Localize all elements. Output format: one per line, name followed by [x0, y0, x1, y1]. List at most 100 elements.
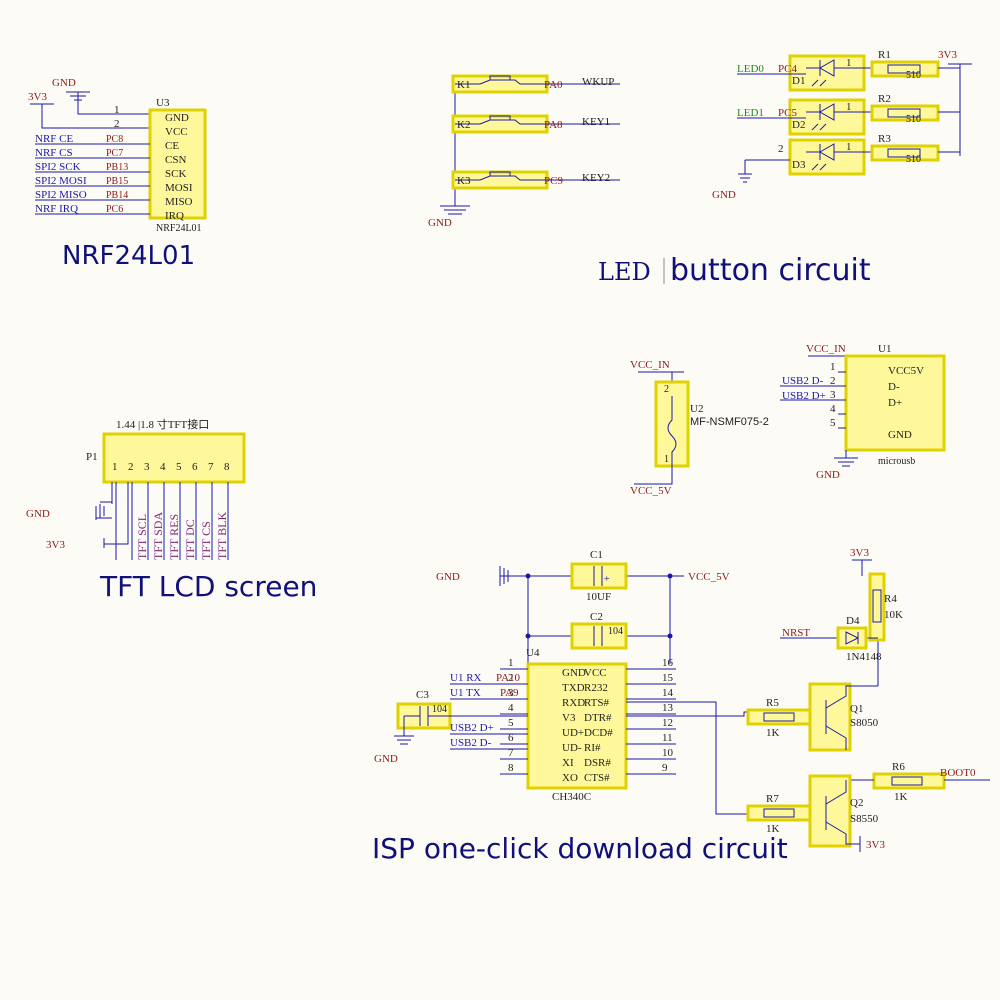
nrf-net-1: NRF CS: [35, 147, 73, 159]
r4-symbol: [872, 589, 882, 623]
led-body-2: [788, 138, 866, 176]
caption-led: LED: [598, 258, 651, 286]
tft-pin-num-2: 3: [144, 461, 150, 473]
q1-symbol: [825, 685, 878, 750]
led-ref-1: D2: [792, 119, 805, 131]
nrf-pin1: 1: [114, 104, 120, 116]
r5-ref: R5: [766, 697, 779, 709]
led-res-symbol-0: [887, 64, 921, 74]
ch340-left-num-1: 2: [508, 672, 514, 684]
r4-ref: R4: [884, 593, 897, 605]
tft-net-2: TFT RES: [167, 514, 181, 560]
fuse-vcc5: VCC_5V: [630, 485, 672, 497]
r5-symbol: [763, 712, 795, 722]
c2-value: 104: [608, 626, 623, 637]
caption-nrf: NRF24L01: [62, 241, 195, 271]
fuse-bottom-wire: [634, 466, 673, 485]
tft-3v3-label: 3V3: [46, 539, 65, 551]
r5-body: [746, 708, 812, 726]
button-net-2: KEY2: [582, 172, 610, 184]
ch340-right-num-2: 14: [662, 687, 674, 699]
ch340-left-num-5: 6: [508, 732, 514, 744]
ch340-right-name-2: RTS#: [584, 697, 610, 709]
q1-ref: Q1: [850, 703, 863, 715]
r7-body: [746, 804, 812, 822]
led-symbol-1: [806, 103, 872, 131]
ch340-right-num-1: 15: [662, 672, 674, 684]
led-body-1: [788, 98, 866, 136]
usb-part: microusb: [878, 456, 915, 467]
nrf-pin-name-1: VCC: [165, 126, 188, 138]
ch340-right-num-0: 16: [662, 657, 674, 669]
r6-body: [872, 772, 946, 790]
fuse-pin2: 2: [664, 384, 669, 395]
button-gnd-rail: [440, 84, 470, 215]
u1-tx-port: PA9: [500, 687, 519, 699]
u1-tx-net: U1 TX: [450, 687, 481, 699]
tft-pin-num-6: 7: [208, 461, 214, 473]
led-pin-left-2: 2: [778, 143, 784, 155]
led-res-body-1: [870, 104, 940, 122]
led-3v3-label: 3V3: [938, 49, 957, 61]
q2-ref: Q2: [850, 797, 863, 809]
button-ref-0: K1: [457, 79, 470, 91]
usb-vcc-in: VCC_IN: [806, 343, 846, 355]
led-3v3-rail: [948, 63, 972, 156]
nrf-net-0: NRF CE: [35, 133, 73, 145]
fuse-vcc-in: VCC_IN: [630, 359, 670, 371]
usb-ref: U1: [878, 343, 891, 355]
button-ref-2: K3: [457, 175, 471, 187]
usb-pin-num-4: 5: [830, 417, 836, 429]
usb-pin-label-1: D-: [888, 381, 900, 393]
u1-rx-net: U1 RX: [450, 672, 482, 684]
ch340-left-num-3: 4: [508, 702, 514, 714]
ch340-left-name-5: UD-: [562, 742, 582, 754]
nrf-port-5: PC6: [106, 204, 123, 215]
isp-vcc5-label: VCC_5V: [688, 571, 730, 583]
ch340-left-name-7: XO: [562, 772, 578, 784]
ch340-left-num-6: 7: [508, 747, 514, 759]
button-symbol-1: [455, 115, 620, 125]
nrf-pin-name-7: IRQ: [165, 210, 184, 222]
led-gnd-symbol: [738, 159, 790, 183]
usb-pin-label-0: VCC5V: [888, 365, 924, 377]
c1-value: 10UF: [586, 591, 611, 603]
tft-3v3-wire: [103, 482, 129, 548]
usb-pin-label-3: GND: [888, 429, 912, 441]
led-port-1: PC5: [778, 107, 797, 119]
button-port-2: PC9: [544, 175, 563, 187]
ch340-right-name-6: DSR#: [584, 757, 611, 769]
button-symbol-0: [455, 75, 620, 85]
isp-3v3-label: 3V3: [850, 547, 869, 559]
c3-value: 104: [432, 704, 447, 715]
ch340-left-name-1: TXD: [562, 682, 585, 694]
usb-wire-left: [808, 355, 847, 450]
r4-body: [868, 572, 886, 642]
nrf-pin-name-5: MOSI: [165, 182, 193, 194]
c1-body: [570, 562, 628, 590]
c1-ref: C1: [590, 549, 603, 561]
led-res-body-2: [870, 144, 940, 162]
led-res-body-0: [870, 60, 940, 78]
fuse-part: MF-NSMF075-2: [690, 416, 769, 428]
tft-gnd-label: GND: [26, 508, 50, 520]
nrf-pin-name-2: CE: [165, 140, 179, 152]
nrf24l01-section: GND 3V3 1 2 U3 GNDVCCCECSNSCKMOSIMISOIRQ…: [28, 77, 207, 234]
ch340-right-num-6: 10: [662, 747, 674, 759]
nrf-net-5: NRF IRQ: [35, 203, 78, 215]
tft-title: 1.44 |1.8 寸TFT接口: [116, 417, 209, 431]
ch340-left-name-6: XI: [562, 757, 574, 769]
tft-net-3: TFT DC: [183, 519, 197, 560]
led-pin-1: 1: [846, 101, 852, 113]
nrf-module-body: [148, 108, 207, 220]
usb-body: [844, 354, 946, 452]
led-res-symbol-2: [887, 148, 921, 158]
led-net-0: LED0: [737, 63, 764, 75]
